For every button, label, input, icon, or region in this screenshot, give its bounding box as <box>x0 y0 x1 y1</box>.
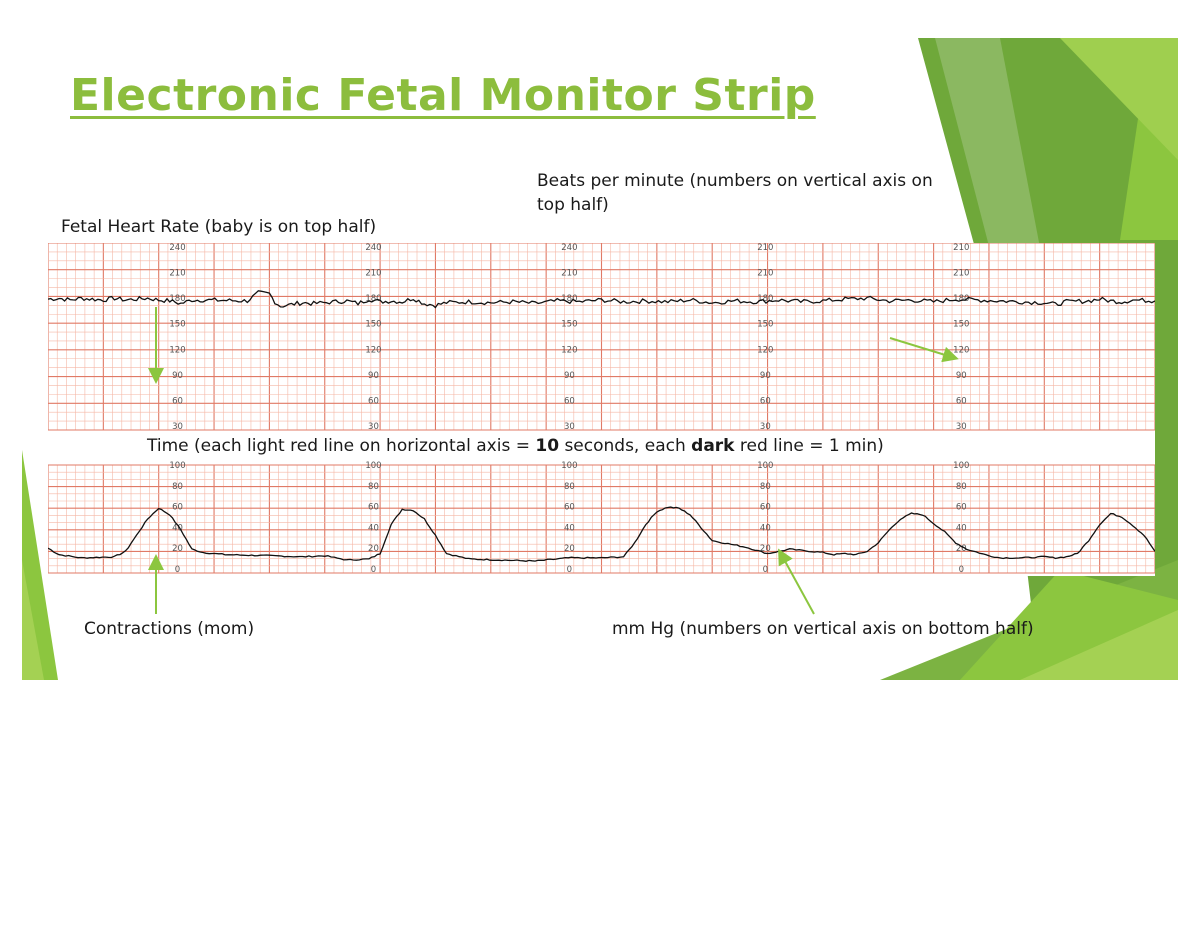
monitor-strip: 240 210 180 150 120 90 60 30 240 210 180 150 120 90 60… <box>48 243 1155 576</box>
fhr-scale-label: 60 <box>368 396 379 406</box>
fhr-trace <box>48 290 1155 309</box>
deco-shape <box>935 38 1050 300</box>
uc-scale-label: 60 <box>760 503 771 513</box>
uc-scale-label: 60 <box>172 503 183 513</box>
deco-shape <box>1020 610 1178 680</box>
fhr-scale-label: 60 <box>956 396 967 406</box>
mmhg-label: mm Hg (numbers on vertical axis on botto… <box>612 619 1034 639</box>
fhr-scale-label: 30 <box>172 422 183 432</box>
uc-trace <box>48 506 1155 562</box>
uc-scale-label: 0 <box>371 565 376 575</box>
time-label-prefix: Time (each light red line on horizontal … <box>147 436 536 456</box>
fhr-scale-label: 180 <box>757 294 773 304</box>
uc-scale-label: 100 <box>169 461 185 471</box>
fhr-scale-label: 210 <box>757 269 773 279</box>
fhr-scale-label: 150 <box>953 320 969 330</box>
contractions-label: Contractions (mom) <box>84 619 255 639</box>
uc-scale-label: 80 <box>564 482 575 492</box>
uc-scale-label: 20 <box>760 544 771 554</box>
fhr-scale-label: 120 <box>169 345 185 355</box>
fhr-scale-label: 30 <box>368 422 379 432</box>
fhr-scale-label: 30 <box>564 422 575 432</box>
uc-scale-label: 100 <box>953 461 969 471</box>
uc-scale-label: 0 <box>959 565 964 575</box>
uc-scale-label: 40 <box>760 523 771 533</box>
fhr-scale-label: 240 <box>561 243 577 253</box>
uc-scale-label: 0 <box>567 565 572 575</box>
uc-scale-labels: 100 80 60 40 20 0 100 80 60 40 20 0 100 80 60 40 20 0 100 8… <box>169 461 969 575</box>
uc-scale-label: 0 <box>763 565 768 575</box>
uc-scale-label: 40 <box>172 523 183 533</box>
fhr-scale-label: 60 <box>760 396 771 406</box>
uc-scale-label: 100 <box>365 461 381 471</box>
fhr-scale-label: 210 <box>953 269 969 279</box>
fhr-scale-label: 240 <box>169 243 185 253</box>
fhr-scale-label: 120 <box>561 345 577 355</box>
fhr-scale-labels: 240 210 180 150 120 90 60 30 240 210 180 150 120 90 60… <box>169 243 969 432</box>
deco-shape <box>1060 38 1178 160</box>
fhr-scale-label: 120 <box>953 345 969 355</box>
uc-scale-label: 60 <box>564 503 575 513</box>
fhr-scale-label: 240 <box>365 243 381 253</box>
fhr-scale-label: 210 <box>561 269 577 279</box>
fhr-scale-label: 60 <box>172 396 183 406</box>
fhr-scale-label: 150 <box>757 320 773 330</box>
uc-scale-label: 40 <box>956 523 967 533</box>
fhr-scale-label: 150 <box>561 320 577 330</box>
uc-scale-label: 100 <box>561 461 577 471</box>
fhr-scale-label: 150 <box>169 320 185 330</box>
uc-scale-label: 100 <box>757 461 773 471</box>
uc-scale-label: 60 <box>956 503 967 513</box>
fhr-scale-label: 90 <box>564 371 575 381</box>
fhr-scale-label: 210 <box>953 243 969 253</box>
bpm-label: Beats per minute (numbers on vertical ax… <box>537 171 933 215</box>
fhr-grid <box>48 243 1155 431</box>
uc-scale-label: 60 <box>368 503 379 513</box>
uc-scale-label: 80 <box>368 482 379 492</box>
fhr-scale-label: 180 <box>365 294 381 304</box>
deco-shape <box>22 560 44 680</box>
fhr-label: Fetal Heart Rate (baby is on top half) <box>61 217 377 237</box>
fhr-scale-label: 60 <box>564 396 575 406</box>
fhr-scale-label: 180 <box>953 294 969 304</box>
uc-grid <box>48 464 1155 574</box>
uc-scale-label: 40 <box>368 523 379 533</box>
fhr-scale-label: 120 <box>365 345 381 355</box>
time-label-mid: seconds, each <box>559 436 692 456</box>
fhr-scale-label: 210 <box>757 243 773 253</box>
time-label: Time (each light red line on horizontal … <box>143 435 888 459</box>
uc-scale-label: 80 <box>172 482 183 492</box>
time-label-suffix: red line = 1 min) <box>734 436 884 456</box>
fhr-scale-label: 210 <box>169 269 185 279</box>
fhr-scale-label: 210 <box>365 269 381 279</box>
uc-scale-label: 20 <box>564 544 575 554</box>
uc-scale-label: 20 <box>172 544 183 554</box>
fhr-scale-label: 180 <box>561 294 577 304</box>
slide-title: Electronic Fetal Monitor Strip <box>70 70 816 121</box>
fhr-scale-label: 30 <box>956 422 967 432</box>
fhr-scale-label: 180 <box>169 294 185 304</box>
uc-scale-label: 80 <box>956 482 967 492</box>
uc-scale-label: 0 <box>175 565 180 575</box>
uc-scale-label: 80 <box>760 482 771 492</box>
fhr-scale-label: 120 <box>757 345 773 355</box>
time-label-emph-1: 10 <box>535 436 560 456</box>
fhr-scale-label: 90 <box>760 371 771 381</box>
fhr-scale-label: 150 <box>365 320 381 330</box>
fhr-scale-label: 90 <box>172 371 183 381</box>
uc-scale-label: 20 <box>956 544 967 554</box>
fhr-scale-label: 90 <box>956 371 967 381</box>
fhr-scale-label: 90 <box>368 371 379 381</box>
fhr-scale-label: 30 <box>760 422 771 432</box>
time-label-emph-2: dark <box>691 436 735 456</box>
uc-scale-label: 20 <box>368 544 379 554</box>
uc-scale-label: 40 <box>564 523 575 533</box>
